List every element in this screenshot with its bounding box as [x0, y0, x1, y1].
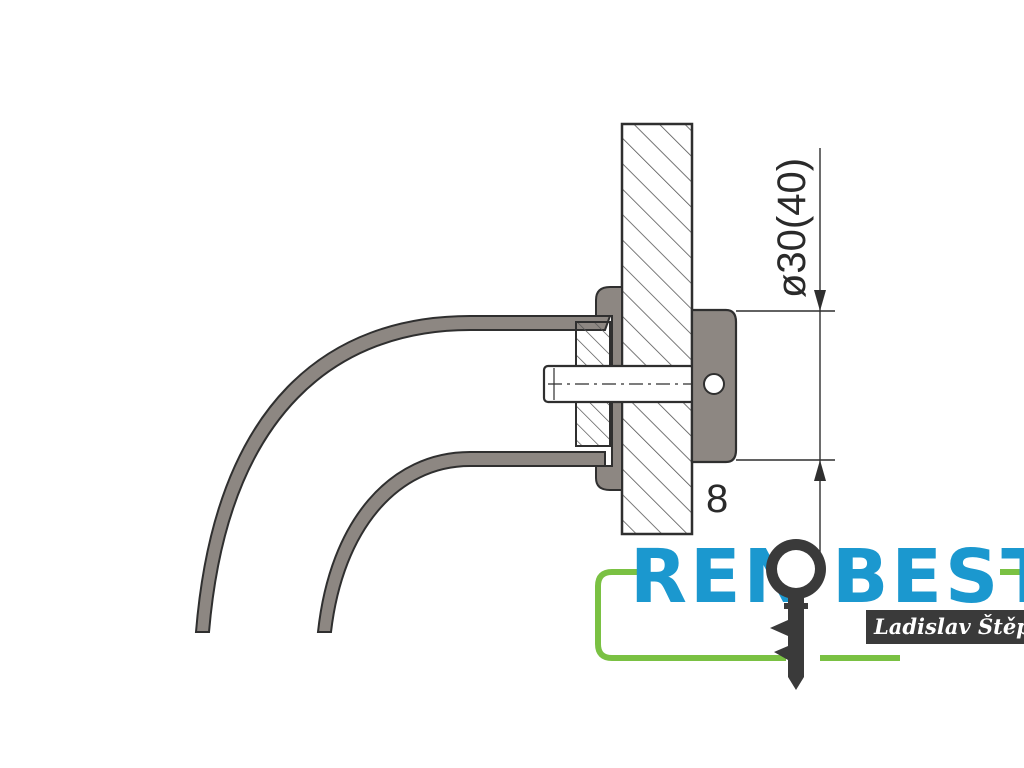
diameter-dimension-label: ø30(40)	[770, 158, 814, 298]
handle-tube	[194, 315, 612, 633]
mounting-bolt	[542, 364, 696, 404]
logo-owner-name: Ladislav Štěpán	[873, 614, 1024, 639]
door-panel-section	[620, 122, 694, 536]
thickness-dimension-label: 8	[706, 477, 728, 521]
owner-band	[866, 610, 1024, 644]
key-icon	[766, 539, 826, 690]
counter-plate	[690, 308, 738, 464]
logo-wordmark-best: BEST	[832, 534, 1024, 620]
dimension-lines	[736, 148, 835, 560]
renobest-logo: REN BEST Ladislav Štěpán	[595, 534, 1024, 690]
